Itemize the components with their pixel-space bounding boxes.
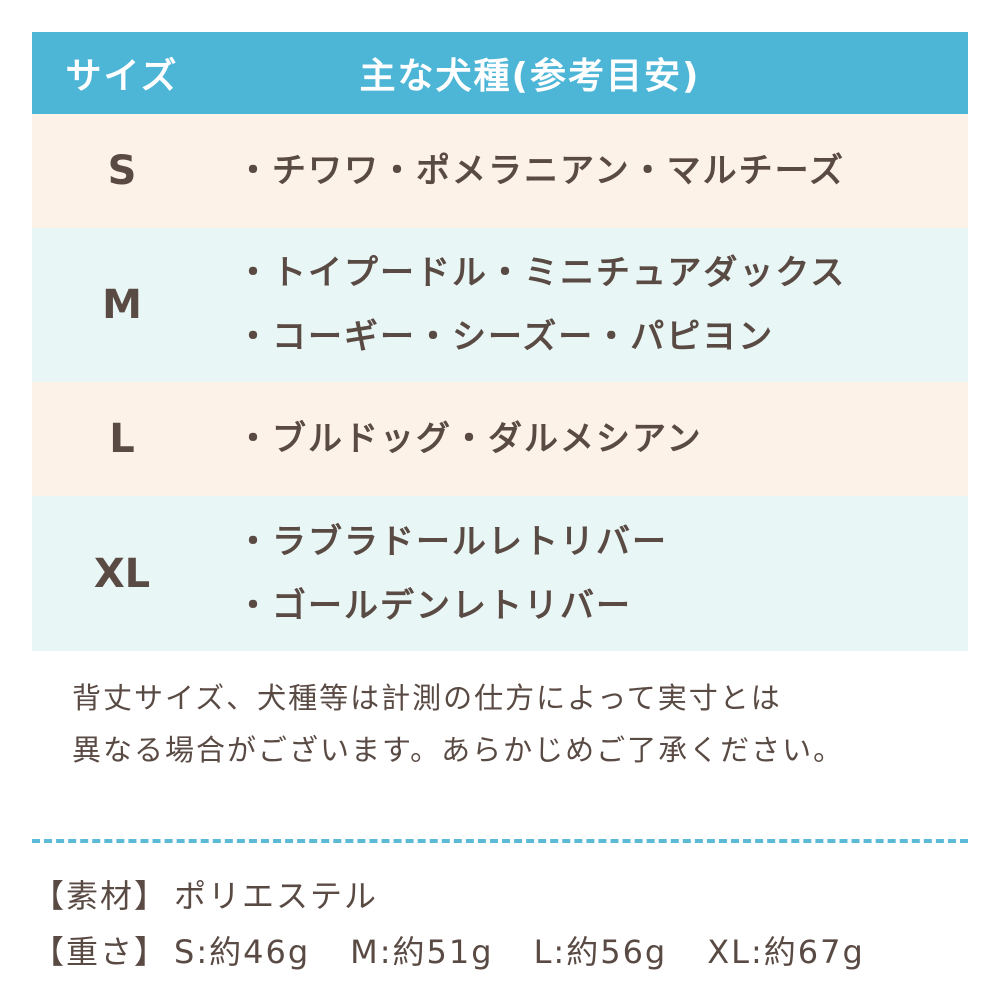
breed-line: ・ゴールデンレトリバー — [236, 585, 632, 626]
material-value: ポリエステル — [174, 877, 379, 915]
header-breed-label: 主な犬種(参考目安) — [359, 56, 701, 97]
weight-value-l: L:約56g — [533, 933, 668, 971]
weight-label: 【重さ】 — [32, 933, 169, 971]
size-table: サイズ 主な犬種(参考目安) S ・チワワ・ポメラニアン・マルチーズ M ・トイ… — [32, 32, 968, 651]
weight-value-m: M:約51g — [350, 933, 494, 971]
size-cell: XL — [93, 550, 151, 597]
breed-cell: ・トイプードル・ミニチュアダックス ・コーギー・シーズー・パピヨン — [212, 241, 968, 369]
header-size-label: サイズ — [65, 56, 179, 97]
breed-cell: ・ラブラドールレトリバー ・ゴールデンレトリバー — [212, 510, 968, 638]
breed-line: ・トイプードル・ミニチュアダックス — [236, 253, 847, 293]
breed-cell: ・チワワ・ポメラニアン・マルチーズ — [212, 139, 968, 203]
note-line: 異なる場合がございます。あらかじめご了承ください。 — [72, 733, 845, 767]
weight-value-s: S:約46g — [174, 933, 311, 971]
measurement-note: 背丈サイズ、犬種等は計測の仕方によって実寸とは 異なる場合がございます。あらかじ… — [72, 672, 972, 776]
table-row-m: M ・トイプードル・ミニチュアダックス ・コーギー・シーズー・パピヨン — [32, 228, 968, 382]
weight-value-xl: XL:約67g — [707, 933, 865, 971]
note-line: 背丈サイズ、犬種等は計測の仕方によって実寸とは — [72, 681, 782, 715]
breed-line: ・コーギー・シーズー・パピヨン — [236, 317, 775, 357]
dashed-divider — [32, 839, 968, 843]
material-spec: 【素材】ポリエステル — [32, 868, 982, 924]
material-label: 【素材】 — [32, 877, 169, 915]
size-cell: M — [102, 282, 142, 328]
breed-line: ・ラブラドールレトリバー — [236, 521, 668, 562]
breed-line: ・チワワ・ポメラニアン・マルチーズ — [236, 151, 845, 191]
table-row-xl: XL ・ラブラドールレトリバー ・ゴールデンレトリバー — [32, 496, 968, 651]
product-specs: 【素材】ポリエステル 【重さ】S:約46g M:約51g L:約56g XL:約67g — [32, 868, 982, 980]
table-row-l: L ・ブルドッグ・ダルメシアン — [32, 382, 968, 496]
breed-line: ・ブルドッグ・ダルメシアン — [236, 419, 703, 459]
breed-cell: ・ブルドッグ・ダルメシアン — [212, 407, 968, 471]
size-cell: L — [109, 416, 135, 462]
size-cell: S — [107, 148, 137, 194]
table-header: サイズ 主な犬種(参考目安) — [32, 32, 968, 114]
table-row-s: S ・チワワ・ポメラニアン・マルチーズ — [32, 114, 968, 228]
weight-spec: 【重さ】S:約46g M:約51g L:約56g XL:約67g — [32, 924, 982, 980]
